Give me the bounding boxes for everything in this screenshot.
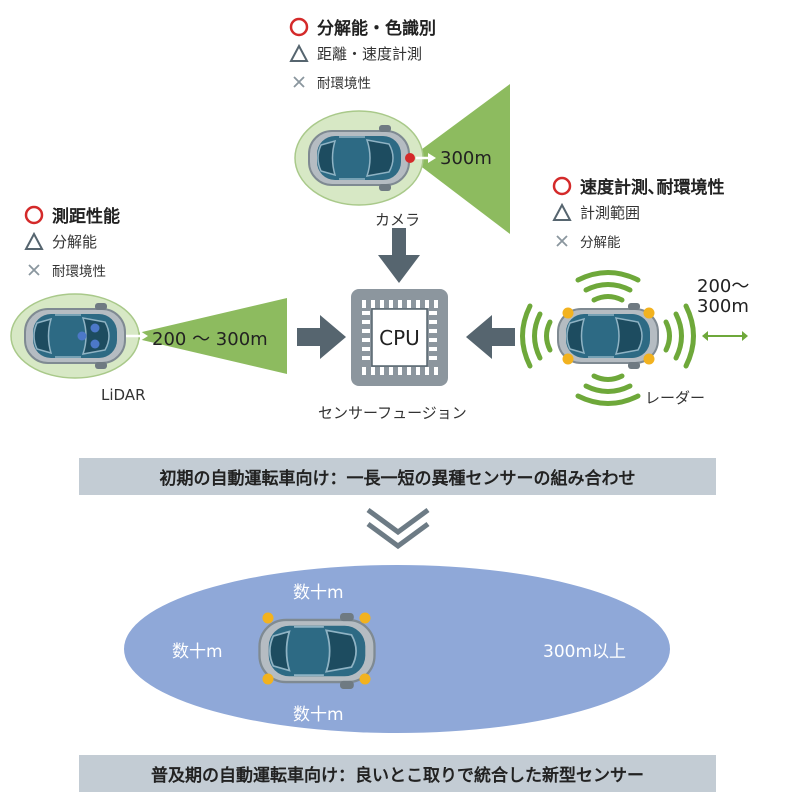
lidar-cons-label: 耐環境性 xyxy=(52,264,106,280)
cpu-caption: センサーフュージョン xyxy=(318,404,467,422)
radar-medium-label: 計測範囲 xyxy=(580,204,641,222)
camera-range: 300m xyxy=(440,148,492,169)
lidar-car-icon xyxy=(24,302,126,370)
radar-sensor-dot xyxy=(643,353,655,365)
circle-good-icon xyxy=(22,205,46,225)
camera-sensor-dot xyxy=(405,153,415,163)
radar-sensor-dot xyxy=(562,307,574,319)
radar-wave-right xyxy=(666,306,694,366)
cross-poor-icon xyxy=(287,73,311,91)
radar-wave-left xyxy=(523,306,551,366)
triangle-fair-icon xyxy=(22,231,46,252)
lidar-sensor-dot xyxy=(90,323,100,333)
camera-car-icon xyxy=(308,124,410,192)
camera-medium-item: 距離・速度計測 xyxy=(287,43,422,64)
lidar-range: 200 ～ 300m xyxy=(152,329,268,350)
integrated-front-range: 数十m xyxy=(293,583,344,603)
integrated-left-range: 数十m xyxy=(172,642,223,662)
integrated-coverage-ellipse xyxy=(124,565,670,733)
integrated-sensor-unit xyxy=(124,565,670,733)
lidar-pros-label: 測距性能 xyxy=(52,207,120,227)
lidar-sensor-dot xyxy=(77,331,87,341)
lidar-caption: LiDAR xyxy=(101,386,146,404)
lidar-sensor-dot xyxy=(90,339,100,349)
radar-unit xyxy=(523,273,748,404)
double-chevron-down-icon xyxy=(366,507,430,550)
camera-fov-beam xyxy=(410,84,510,234)
cross-poor-icon xyxy=(550,232,574,250)
lidar-medium-item: 分解能 xyxy=(22,231,97,252)
lidar-unit xyxy=(10,293,287,379)
radar-wave-bottom xyxy=(578,376,638,404)
lidar-cons-item: 耐環境性 xyxy=(22,260,106,280)
radar-range-line1: 200～ xyxy=(697,276,750,297)
integrated-sensor-dot xyxy=(359,612,371,624)
arrow-radar-to-cpu xyxy=(466,315,515,359)
lidar-medium-label: 分解能 xyxy=(52,233,98,251)
radar-cons-label: 分解能 xyxy=(580,235,621,251)
arrow-camera-to-cpu xyxy=(378,228,420,283)
circle-good-icon xyxy=(550,176,574,196)
camera-medium-label: 距離・速度計測 xyxy=(317,45,423,63)
radar-cons-item: 分解能 xyxy=(550,231,621,251)
integrated-long-range: 300m以上 xyxy=(543,642,627,662)
integrated-car-icon xyxy=(258,611,376,691)
integrated-sensor-dot xyxy=(262,612,274,624)
triangle-fair-icon xyxy=(550,202,574,223)
radar-wave-top xyxy=(578,273,638,301)
radar-sensor-dot xyxy=(562,353,574,365)
camera-pros-item: 分解能・色識別 xyxy=(287,14,436,39)
banner-early: 初期の自動運転車向け：一長一短の異種センサーの組み合わせ xyxy=(79,458,716,495)
radar-pros-label: 速度計測､耐環境性 xyxy=(580,178,725,198)
integrated-sensor-dot xyxy=(262,673,274,685)
camera-cons-item: 耐環境性 xyxy=(287,72,371,92)
integrated-rear-range: 数十m xyxy=(293,705,344,725)
camera-caption: カメラ xyxy=(375,211,421,229)
lidar-pros-item: 測距性能 xyxy=(22,202,120,227)
banner-popular: 普及期の自動運転車向け：良いとこ取りで統合した新型センサー xyxy=(79,755,716,792)
arrow-lidar-to-cpu xyxy=(297,315,346,359)
cross-poor-icon xyxy=(22,261,46,279)
camera-pros-label: 分解能・色識別 xyxy=(317,19,436,39)
integrated-sensor-dot xyxy=(359,673,371,685)
camera-cons-label: 耐環境性 xyxy=(317,76,371,92)
cpu-chip xyxy=(351,289,448,386)
radar-range-line2: 300m xyxy=(697,296,749,317)
camera-unit xyxy=(294,84,510,234)
circle-good-icon xyxy=(287,17,311,37)
radar-medium-item: 計測範囲 xyxy=(550,202,640,223)
radar-sensor-dot xyxy=(643,307,655,319)
triangle-fair-icon xyxy=(287,43,311,64)
radar-caption: レーダー xyxy=(645,389,706,407)
radar-pros-item: 速度計測､耐環境性 xyxy=(550,173,725,198)
lidar-fov-beam xyxy=(125,298,287,374)
cpu-label: CPU xyxy=(379,325,420,350)
